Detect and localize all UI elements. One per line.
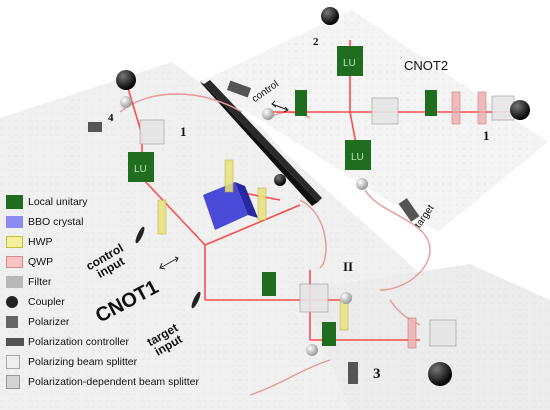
legend-label: QWP [28, 256, 54, 268]
legend-item-coupler: Coupler [6, 294, 65, 310]
legend-label: HWP [28, 236, 53, 248]
lu-label: LU [134, 164, 147, 175]
optical-table-bottom-right [300, 264, 550, 410]
lu-label: LU [343, 58, 356, 69]
local-unitary-small [322, 322, 336, 346]
legend-label: BBO crystal [28, 216, 84, 228]
legend-label: Polarizer [28, 316, 70, 328]
couplers [116, 7, 530, 386]
legend-item-pbs: Polarizing beam splitter [6, 354, 137, 370]
lu-label: LU [351, 152, 364, 163]
local-unitary-bottom: LU [345, 140, 371, 170]
legend-item-filter: Filter [6, 274, 51, 290]
legend-item-bbo: BBO crystal [6, 214, 83, 230]
input-mirrors [135, 226, 201, 309]
legend-item-pdbs: Polarization-dependent beam splitter [6, 374, 199, 390]
local-unitary-small [425, 90, 437, 116]
waveplates [157, 91, 487, 349]
coupler-icon [6, 296, 18, 308]
divider-wall [200, 80, 322, 206]
beam-splitters [139, 95, 515, 347]
polarizer-icon [6, 316, 18, 328]
legend-item-qwp: QWP [6, 254, 53, 270]
roman-II-label: II [343, 259, 354, 274]
port-label-3: 3 [373, 366, 381, 382]
legend-label: Filter [28, 276, 52, 288]
local-unitaries: LU LU LU [128, 46, 437, 346]
local-unitary-small [262, 272, 276, 296]
legend-label: Polarization controller [28, 336, 129, 348]
polarization-controller-icon [6, 338, 24, 346]
legend-label: Coupler [28, 296, 65, 308]
polarization-controllers [88, 80, 420, 384]
input-arrows [159, 100, 289, 270]
qwp-icon [6, 256, 23, 268]
coupler-icon [274, 174, 286, 186]
polarizing-beam-splitter-icon [6, 355, 20, 369]
legend-label: Polarizing beam splitter [28, 356, 138, 368]
local-unitary-icon [6, 195, 23, 209]
legend-label: Local unitary [28, 196, 88, 208]
filter-icon [6, 276, 23, 288]
legend-label: Polarization-dependent beam splitter [28, 376, 200, 388]
bbo-crystal-icon [6, 216, 23, 228]
cnot2-label: CNOT2 [404, 58, 449, 73]
legend-item-polarizer: Polarizer [6, 314, 69, 330]
port-label-1-left: 1 [180, 124, 187, 139]
port-label-1-right: 1 [483, 128, 490, 143]
hwp-icon [6, 236, 23, 248]
bbo-crystal [203, 182, 258, 230]
port-label-4: 4 [108, 112, 114, 124]
legend-item-local-unitary: Local unitary [6, 194, 88, 210]
fiber-outputs [120, 96, 368, 356]
coupler-icon [428, 362, 452, 386]
local-unitary-small [295, 90, 307, 116]
coupler-icon [116, 70, 136, 90]
legend-item-polarization-controller: Polarization controller [6, 334, 129, 350]
port-label-2: 2 [313, 36, 319, 48]
local-unitary-left: LU [128, 152, 154, 182]
coupler-icon [510, 100, 530, 120]
pdbs-icon [6, 375, 20, 389]
legend-item-hwp: HWP [6, 234, 53, 250]
local-unitary-top: LU [337, 46, 363, 76]
coupler-icon [321, 7, 339, 25]
